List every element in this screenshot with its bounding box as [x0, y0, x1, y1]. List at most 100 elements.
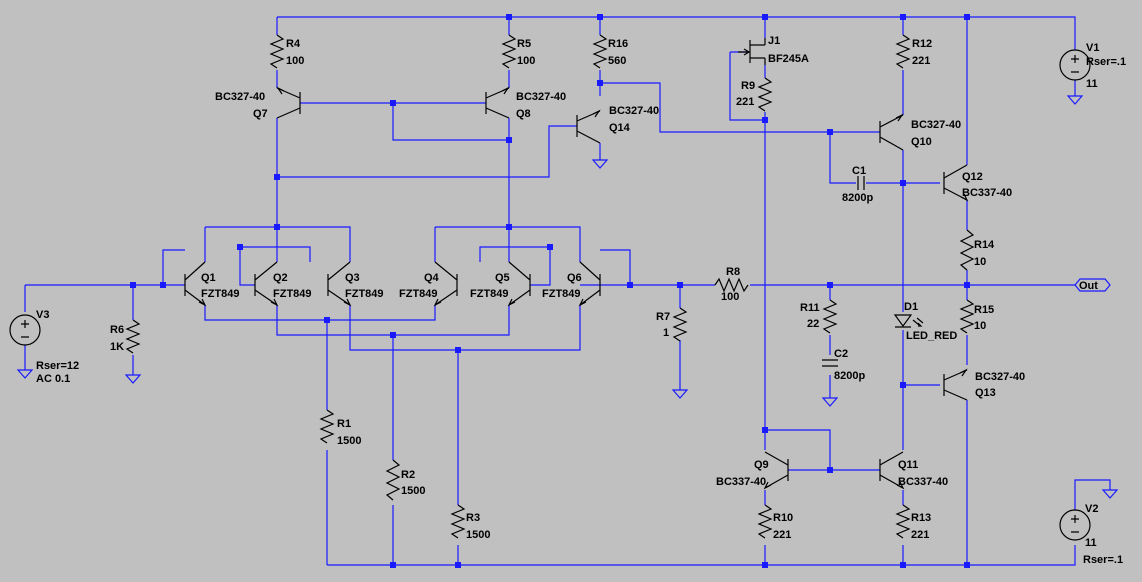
- label-q10: Q10: [911, 136, 932, 148]
- label-q9: Q9: [754, 459, 769, 471]
- resistor-r9: [757, 77, 773, 112]
- wires: [24, 16, 1111, 566]
- value-q14: BC327-40: [609, 105, 659, 117]
- value-q7: BC327-40: [215, 91, 265, 103]
- resistor-r15: [959, 299, 975, 334]
- transistor-q5: [507, 261, 531, 307]
- label-c1: C1: [852, 165, 866, 177]
- capacitor-c1: [857, 176, 865, 190]
- label-c2: C2: [834, 348, 848, 360]
- value-q13: BC327-40: [975, 371, 1025, 383]
- resistor-r1: [319, 409, 335, 444]
- value-r9: 221: [736, 96, 754, 108]
- source-v1: [1059, 49, 1091, 81]
- value-q6: FZT849: [542, 288, 581, 300]
- label-q4: Q4: [424, 272, 440, 284]
- label-v1: V1: [1086, 42, 1099, 54]
- value-r2: 1500: [401, 485, 425, 497]
- source-v2: [1059, 509, 1091, 541]
- value-q10: BC327-40: [911, 119, 961, 131]
- resistor-r13: [895, 504, 911, 539]
- label-r8: R8: [726, 266, 740, 278]
- value2-v1: 11: [1086, 78, 1098, 90]
- transistor-q3: [327, 261, 352, 307]
- capacitors: [822, 176, 865, 367]
- label-q7: Q7: [253, 108, 268, 120]
- label-q3: Q3: [345, 272, 360, 284]
- led-d1: [893, 314, 924, 328]
- resistors: [125, 34, 975, 539]
- label-r7: R7: [656, 311, 670, 323]
- transistor-q7: [276, 86, 301, 119]
- label-r10: R10: [773, 512, 793, 524]
- value2-v3: AC 0.1: [36, 373, 70, 385]
- value-c1: 8200p: [842, 192, 873, 204]
- component-labels: R4 100 R5 100 R16 560 J1 BF245A R9 221 R…: [36, 35, 1126, 566]
- value-v2: 11: [1085, 537, 1097, 549]
- value-q8: BC327-40: [516, 91, 566, 103]
- label-r1: R1: [337, 418, 351, 430]
- label-j1: J1: [768, 35, 780, 47]
- resistor-r16: [592, 34, 608, 69]
- label-r9: R9: [741, 80, 755, 92]
- transistors: [184, 38, 969, 490]
- label-r3: R3: [466, 512, 480, 524]
- label-q5: Q5: [495, 272, 510, 284]
- label-r5: R5: [517, 38, 531, 50]
- transistor-q8: [485, 86, 510, 119]
- resistor-r8: [714, 277, 749, 293]
- label-q1: Q1: [201, 272, 216, 284]
- value-d1: LED_RED: [906, 330, 957, 342]
- voltage-sources: [9, 49, 1091, 541]
- resistor-r2: [385, 459, 401, 501]
- ground-symbols: [16, 95, 1119, 499]
- label-r4: R4: [286, 38, 301, 50]
- transistor-q1: [184, 261, 207, 307]
- value-q2: FZT849: [273, 288, 312, 300]
- capacitor-c2: [822, 359, 838, 367]
- value-r6: 1K: [110, 341, 124, 353]
- value-q12: BC337-40: [962, 187, 1012, 199]
- ground-icon: [124, 374, 142, 384]
- ground-icon: [1101, 489, 1119, 499]
- label-q6: Q6: [567, 272, 582, 284]
- ground-icon: [591, 159, 609, 169]
- label-r16: R16: [608, 38, 628, 50]
- label-q8: Q8: [516, 108, 531, 120]
- value-r10: 221: [773, 529, 791, 541]
- value-r4: 100: [286, 55, 304, 67]
- transistor-q10: [879, 113, 904, 151]
- ground-icon: [16, 369, 34, 379]
- resistor-r14: [959, 229, 975, 271]
- value-j1: BF245A: [768, 53, 809, 65]
- value-v1: Rser=.1: [1086, 56, 1126, 68]
- value-r12: 221: [912, 55, 930, 67]
- label-v2: V2: [1085, 503, 1098, 515]
- ground-icon: [671, 389, 689, 399]
- label-r6: R6: [110, 324, 124, 336]
- resistor-r12: [895, 34, 911, 69]
- resistor-r6: [125, 319, 141, 354]
- value-q11: BC337-40: [898, 476, 948, 488]
- ground-icon: [821, 397, 839, 407]
- label-r14: R14: [974, 239, 995, 251]
- value-r1: 1500: [337, 435, 361, 447]
- resistor-r11: [822, 299, 838, 334]
- ground-icon: [1066, 95, 1084, 105]
- transistor-q12: [943, 164, 969, 202]
- value-r8: 100: [721, 291, 739, 303]
- value-q9: BC337-40: [716, 476, 766, 488]
- label-q12: Q12: [962, 171, 983, 183]
- label-r13: R13: [911, 512, 931, 524]
- label-v3: V3: [36, 309, 49, 321]
- label-r2: R2: [401, 469, 415, 481]
- value-r14: 10: [974, 256, 986, 268]
- value-r13: 221: [911, 529, 929, 541]
- label-r12: R12: [912, 38, 932, 50]
- resistor-r5: [501, 34, 517, 69]
- value-r15: 10: [974, 320, 986, 332]
- jfet-j1: [738, 38, 766, 65]
- transistor-q6: [578, 261, 601, 307]
- value-c2: 8200p: [834, 370, 865, 382]
